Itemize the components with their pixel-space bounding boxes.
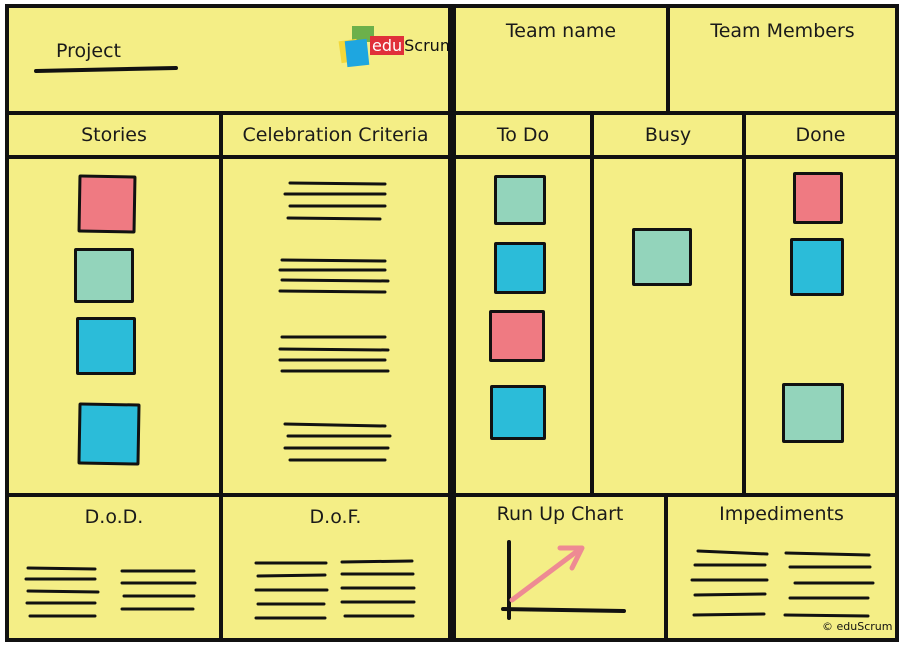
story-card[interactable] [77,402,141,466]
dof-label: D.o.F. [309,506,362,528]
story-card[interactable] [77,174,137,234]
done-card[interactable] [793,172,843,224]
column-celebration-criteria: Celebration Criteria [242,124,429,146]
column-stories: Stories [81,124,147,146]
run-up-chart-label: Run Up Chart [496,503,624,525]
copyright: © eduScrum [822,620,893,633]
todo-card[interactable] [494,242,546,294]
column-busy: Busy [644,124,692,146]
done-card[interactable] [790,238,844,296]
project-label: Project [56,40,122,62]
column-todo: To Do [496,124,550,146]
done-card[interactable] [782,383,844,443]
logo-edu: edu [370,36,405,55]
busy-card[interactable] [632,228,692,286]
todo-card[interactable] [490,385,546,440]
column-done: Done [795,124,846,146]
team-name-label: Team name [505,20,617,42]
dod-label: D.o.D. [84,506,144,528]
text-placeholder-lines [24,66,875,620]
arrow-up-icon [509,545,585,603]
story-card[interactable] [74,248,134,303]
run-up-chart-graphic [501,540,626,620]
impediments-label: Impediments [719,503,844,525]
todo-card[interactable] [489,310,545,362]
story-card[interactable] [76,317,136,375]
todo-card[interactable] [494,175,546,225]
team-members-label: Team Members [710,20,855,42]
logo-scrum: Scrum [404,36,456,55]
